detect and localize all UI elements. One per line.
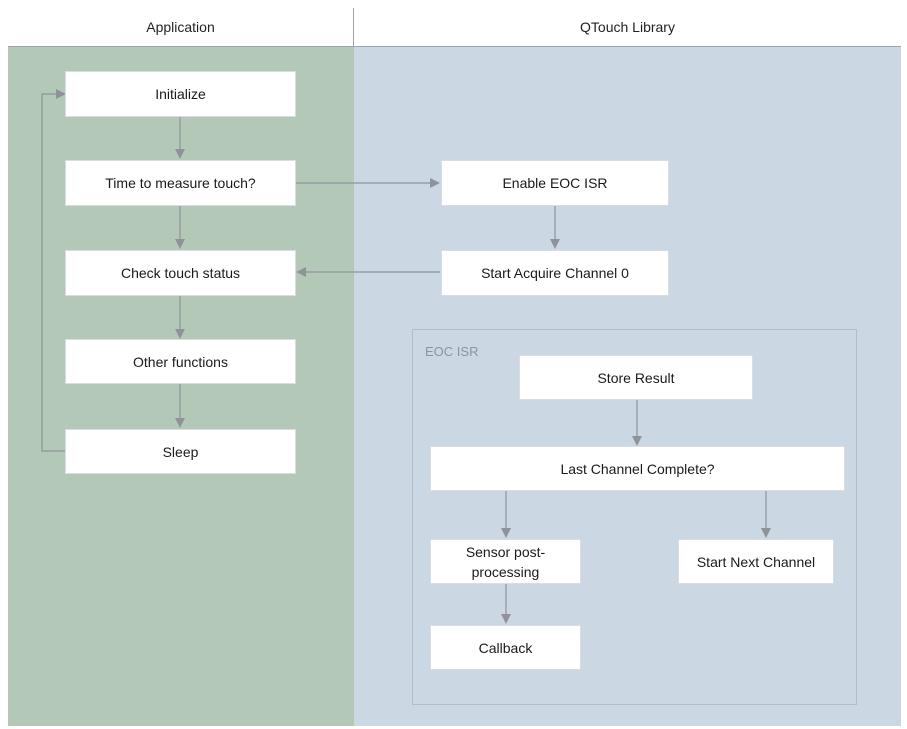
initialize-node: Initialize bbox=[65, 71, 296, 117]
store-result-node: Store Result bbox=[519, 355, 753, 400]
eoc-isr-group-label: EOC ISR bbox=[425, 344, 479, 359]
sleep-node: Sleep bbox=[65, 429, 296, 474]
enable-eoc-isr-node: Enable EOC ISR bbox=[441, 160, 669, 206]
sensor-post-processing-node: Sensor post-processing bbox=[430, 539, 581, 584]
application-lane-header: Application bbox=[8, 8, 354, 47]
start-acquire-channel-node: Start Acquire Channel 0 bbox=[441, 250, 669, 296]
qtouch-library-lane-header: QTouch Library bbox=[354, 8, 901, 47]
eoc-isr-group bbox=[412, 329, 857, 705]
callback-node: Callback bbox=[430, 625, 581, 670]
application-lane bbox=[8, 47, 354, 726]
other-functions-node: Other functions bbox=[65, 339, 296, 384]
check-touch-status-node: Check touch status bbox=[65, 250, 296, 296]
start-next-channel-node: Start Next Channel bbox=[678, 539, 834, 584]
last-channel-complete-node: Last Channel Complete? bbox=[430, 446, 845, 491]
time-to-measure-node: Time to measure touch? bbox=[65, 160, 296, 206]
